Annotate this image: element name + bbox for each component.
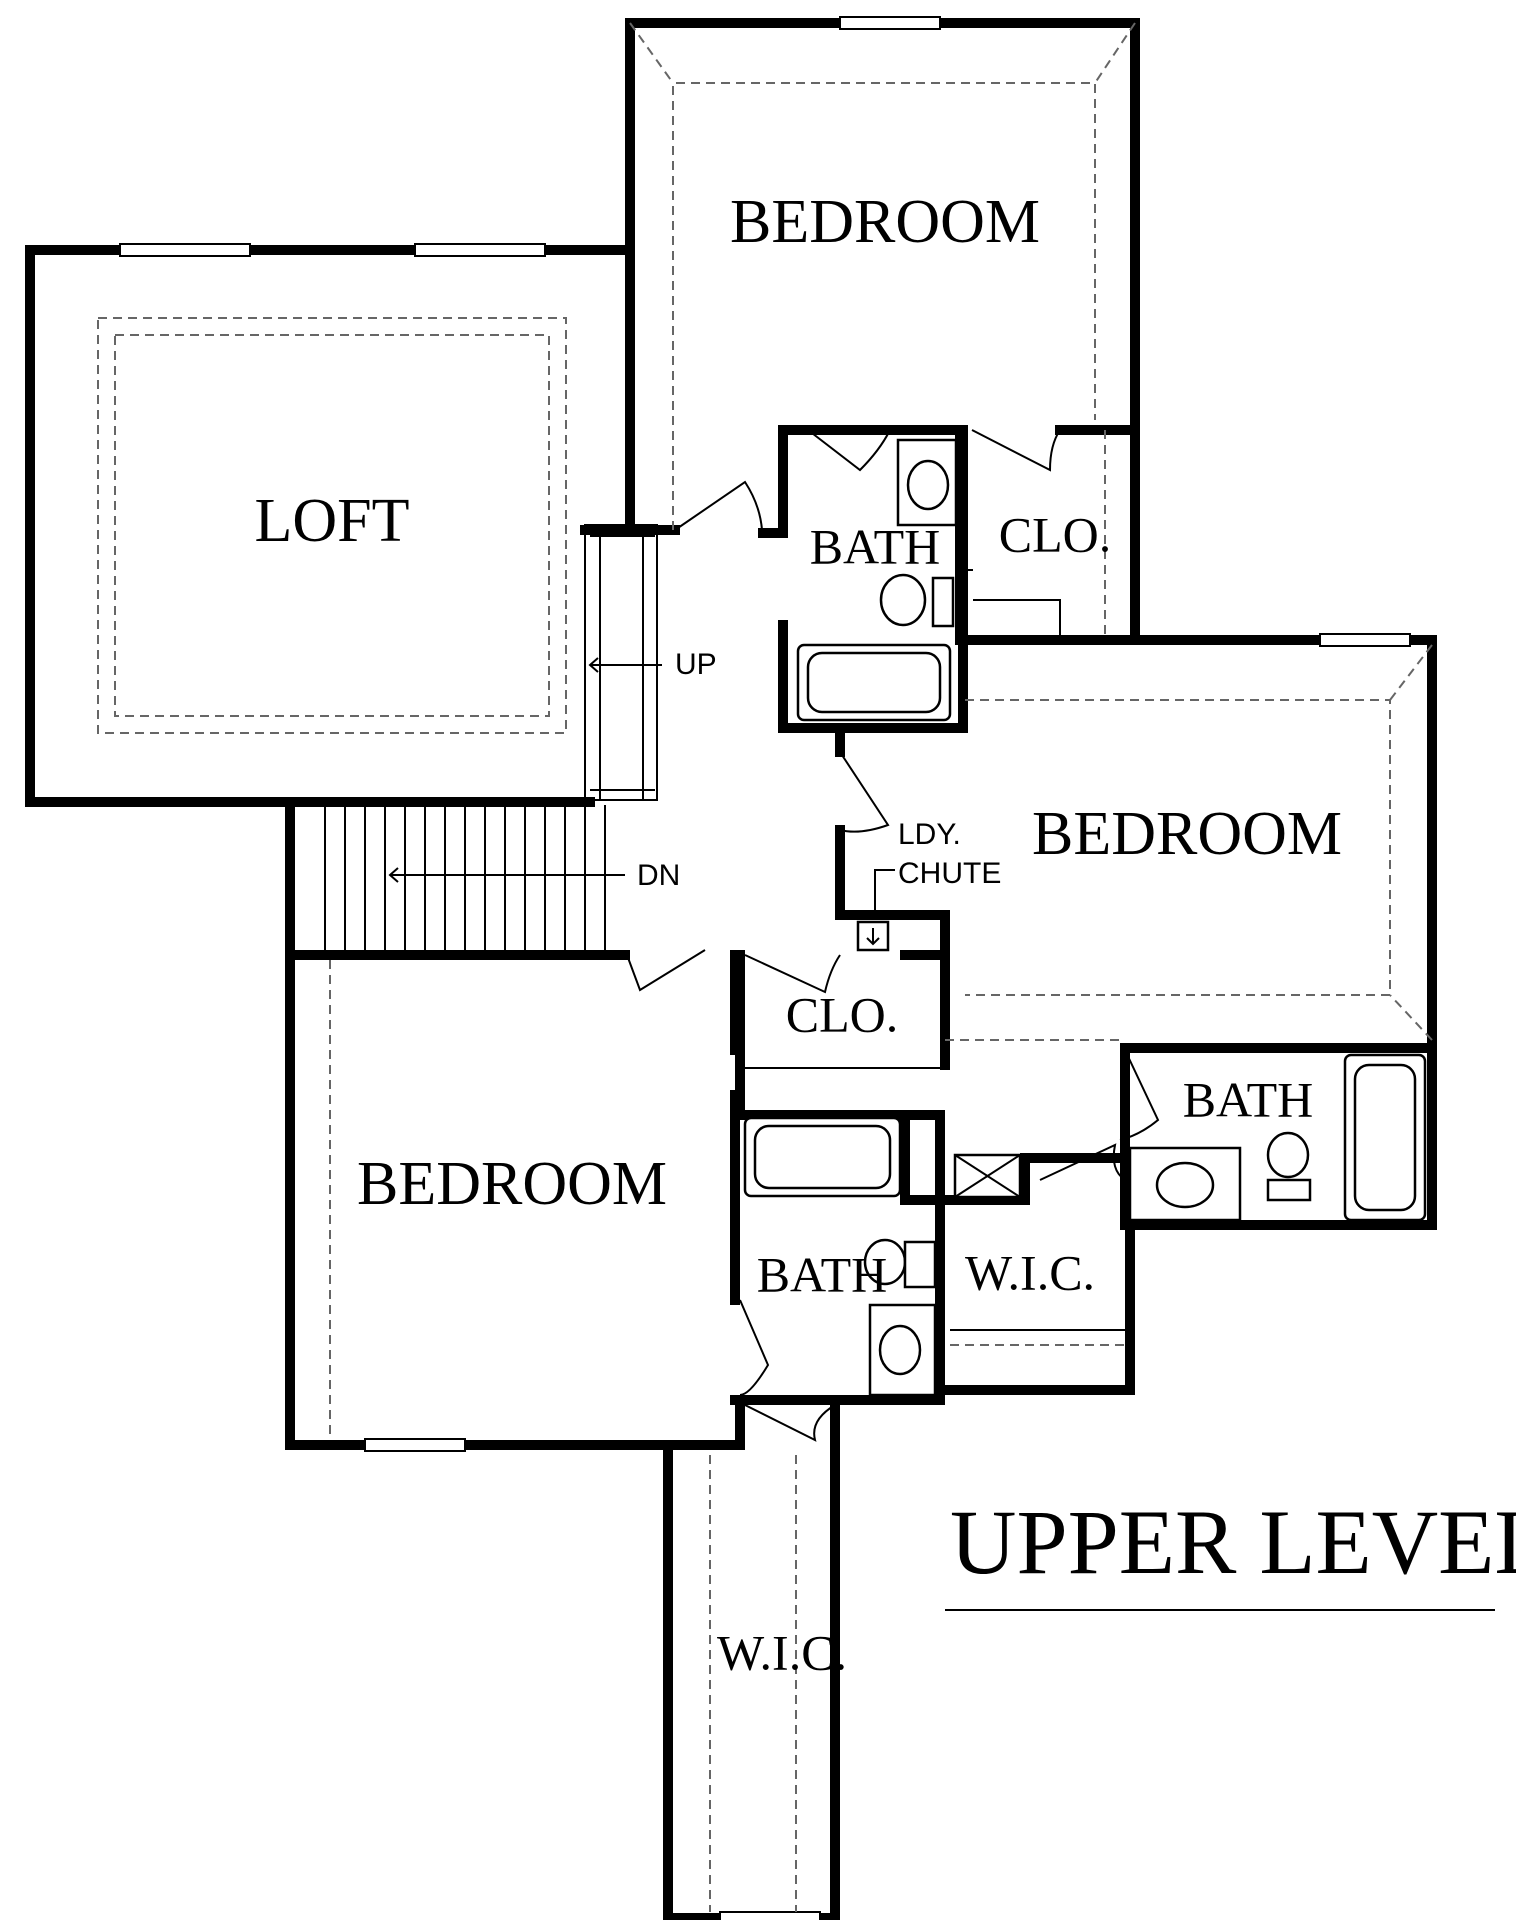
stair-up-label: UP bbox=[675, 648, 717, 681]
plan-title: UPPER LEVEL bbox=[945, 1491, 1516, 1611]
doors bbox=[626, 429, 1160, 1442]
bath-top-label: BATH bbox=[810, 518, 941, 574]
bath-mid-label: BATH bbox=[757, 1246, 888, 1302]
bedroom-right-label: BEDROOM bbox=[1032, 800, 1342, 868]
wic-right-label: W.I.C. bbox=[965, 1244, 1095, 1300]
bedroom-left-label: BEDROOM bbox=[357, 1150, 667, 1218]
stair-down-label: DN bbox=[637, 859, 680, 892]
bedroom-top-label: BEDROOM bbox=[730, 188, 1040, 256]
laundry-chute-arrow-icon bbox=[866, 928, 880, 946]
down-stair-treads bbox=[324, 805, 606, 950]
chute-label: CHUTE bbox=[898, 857, 1001, 890]
bath-right-label: BATH bbox=[1183, 1071, 1314, 1127]
closet-top-label: CLO. bbox=[999, 506, 1112, 562]
room-labels: BEDROOM LOFT BATH CLO. BEDROOM LDY. CHUT… bbox=[255, 188, 1343, 1680]
down-arrow-icon bbox=[388, 867, 625, 883]
closet-mid-label: CLO. bbox=[786, 986, 899, 1042]
stairs bbox=[324, 524, 662, 950]
loft-label: LOFT bbox=[255, 487, 410, 555]
walls bbox=[25, 18, 1437, 1920]
up-arrow-icon bbox=[588, 657, 662, 673]
level-title: UPPER LEVEL bbox=[950, 1491, 1516, 1593]
fixtures bbox=[740, 438, 1427, 1397]
laundry-label: LDY. bbox=[898, 818, 961, 851]
ceiling-lines bbox=[97, 22, 1433, 1912]
windows bbox=[119, 16, 1411, 1920]
wic-bottom-label: W.I.C. bbox=[717, 1624, 847, 1680]
